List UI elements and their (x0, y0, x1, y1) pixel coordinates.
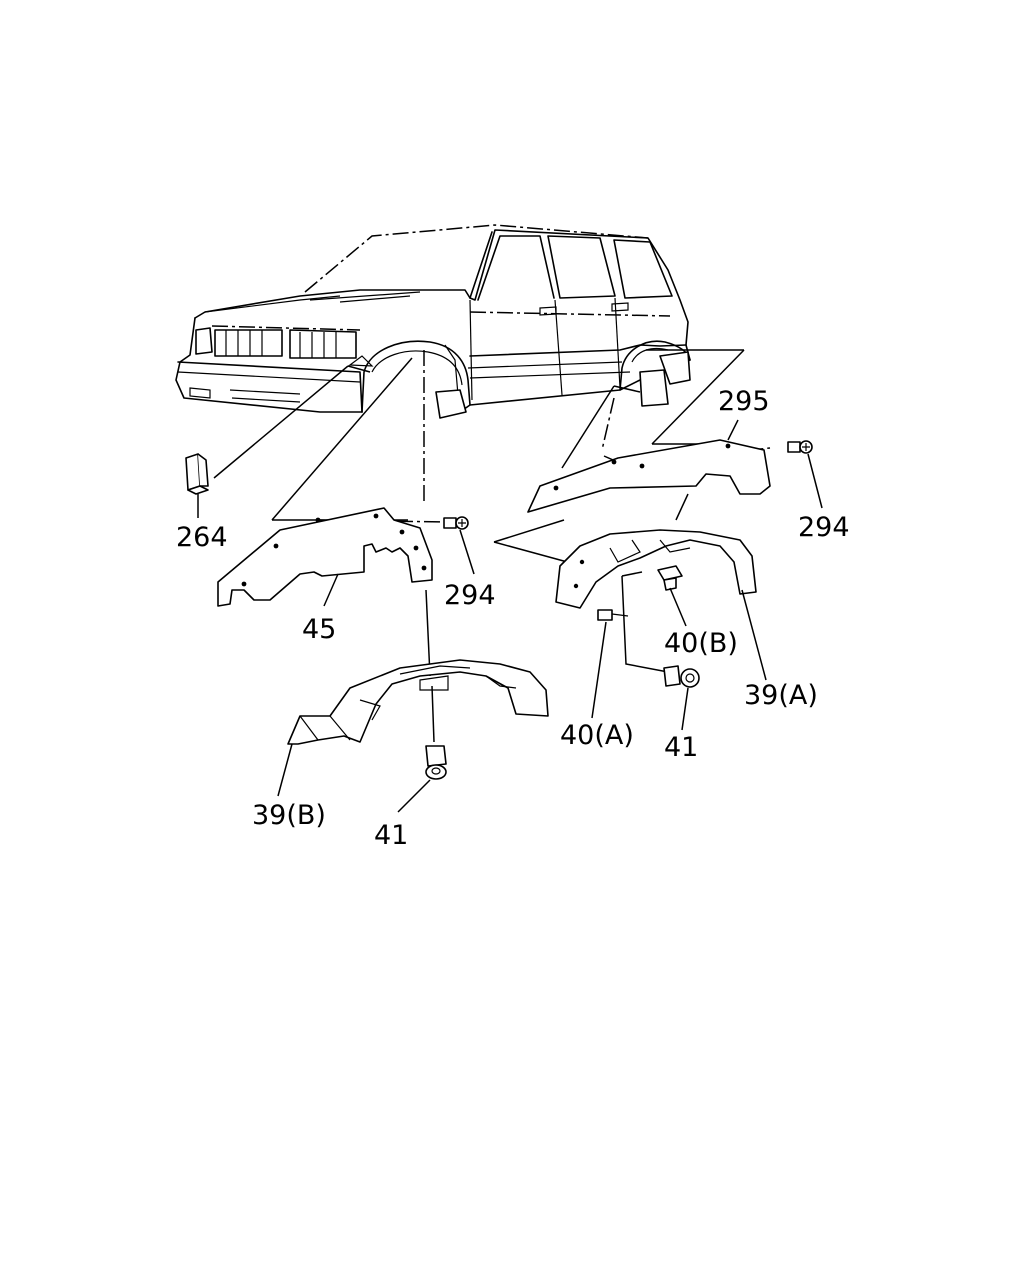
part-41-left-fastener (397, 745, 447, 813)
part-41-right-fastener (663, 665, 700, 731)
part-264-clip (185, 453, 209, 518)
callout-40a: 40(A) (560, 720, 634, 751)
callout-39b: 39(B) (252, 800, 326, 831)
callout-labels: 295 294 294 264 45 40(B) 39(A) 40(A) 41 … (176, 386, 850, 851)
part-45-front-liner (217, 507, 433, 607)
part-39b-front-fender (277, 659, 549, 797)
vehicle-outline (175, 224, 691, 419)
callout-41-right: 41 (664, 732, 698, 763)
callout-39a: 39(A) (744, 680, 818, 711)
callout-294-left: 294 (444, 580, 496, 611)
callout-295: 295 (718, 386, 770, 417)
part-40a-clip (591, 609, 629, 719)
callout-45: 45 (302, 614, 336, 645)
part-295-rear-liner (527, 419, 771, 513)
part-294-right-bolt (787, 440, 823, 509)
callout-40b: 40(B) (664, 628, 738, 659)
part-294-left-bolt (443, 516, 475, 575)
part-40b-clip (657, 565, 687, 627)
callout-264: 264 (176, 522, 228, 553)
callout-294-right: 294 (798, 512, 850, 543)
callout-41-left: 41 (374, 820, 408, 851)
part-39a-rear-fender (555, 529, 767, 681)
